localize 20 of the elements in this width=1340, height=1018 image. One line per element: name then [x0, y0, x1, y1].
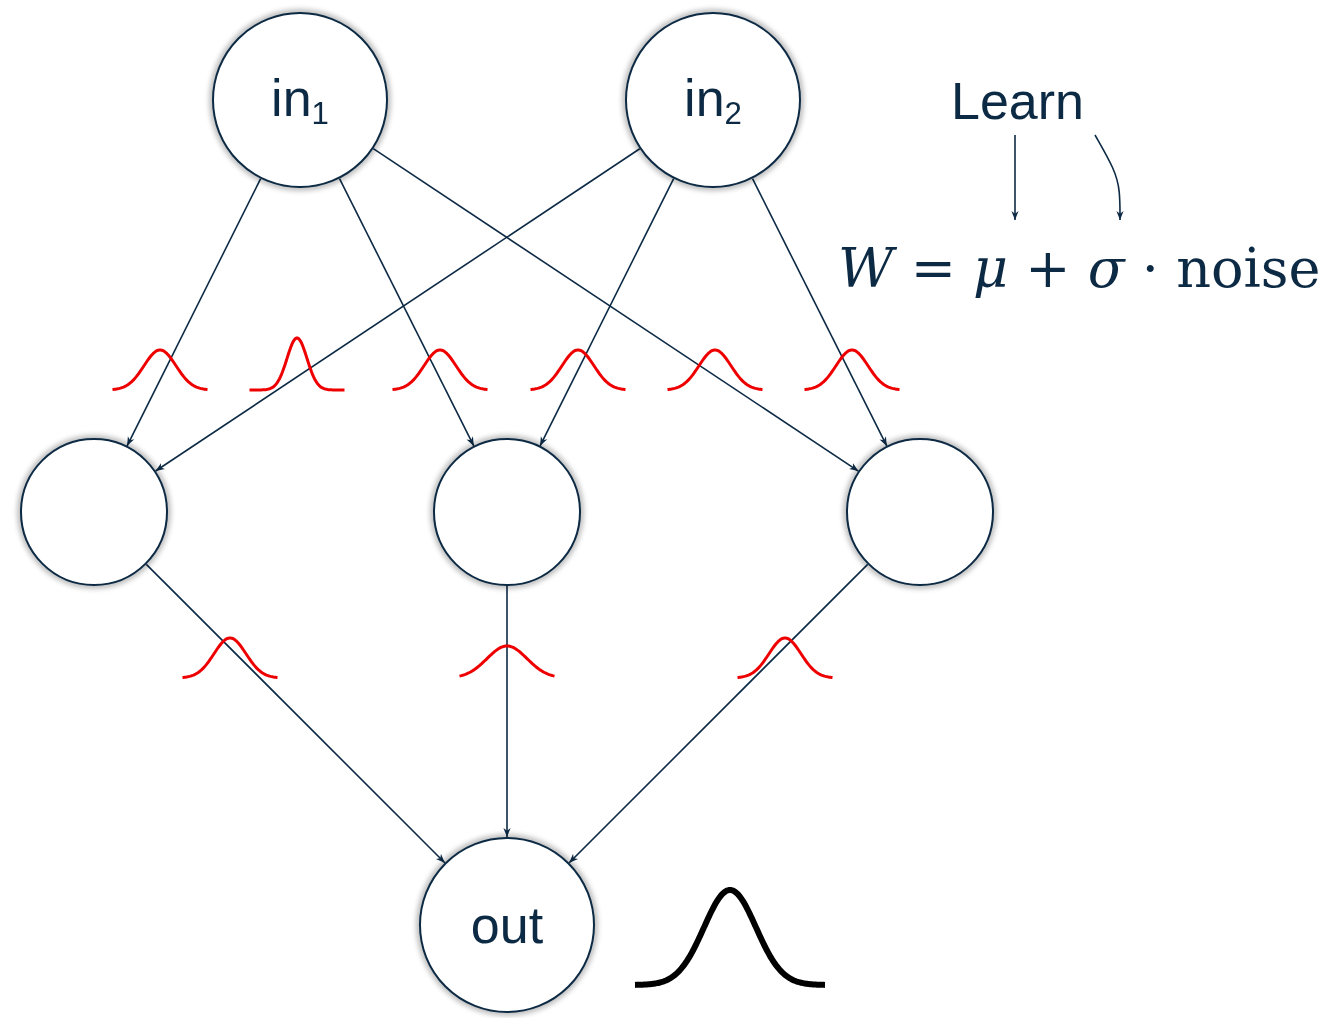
arrow: [145, 563, 446, 864]
neuron-circle: [20, 438, 168, 586]
arrow: [372, 147, 860, 472]
neuron-circle: [433, 438, 581, 586]
node-label: out: [470, 899, 544, 951]
neuron-circle: [419, 837, 595, 1013]
node-label: in$_{1}$: [271, 71, 329, 129]
arrow: [1011, 134, 1019, 221]
arrow: [126, 177, 262, 447]
arrow: [539, 177, 675, 447]
node-label: in$_{2}$: [684, 71, 742, 129]
annotation-text: Learn: [951, 75, 1084, 127]
arrow: [154, 147, 641, 472]
formula: W = μ + σ · noise: [838, 242, 1321, 296]
arrow: [568, 563, 869, 864]
arrow: [338, 177, 475, 447]
arrow: [751, 177, 888, 447]
neuron-circle: [846, 438, 994, 586]
arrow: [1094, 134, 1124, 221]
arrow: [503, 585, 511, 838]
